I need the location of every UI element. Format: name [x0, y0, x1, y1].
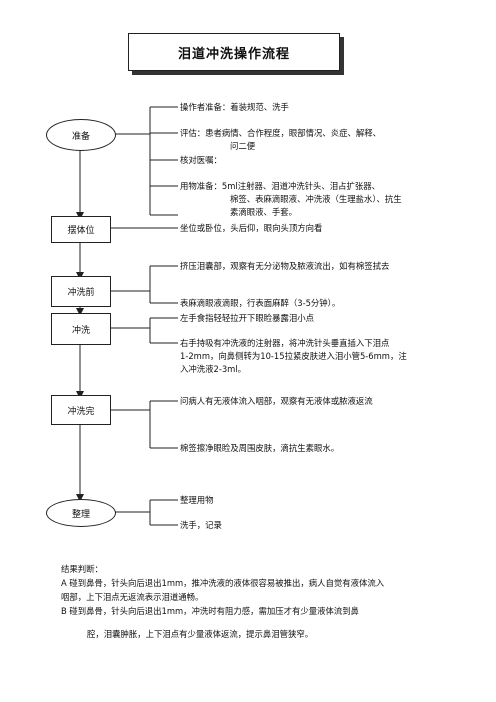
- prep-supplies-cont-1: 棉签、表麻滴眼液、冲洗液（生理盐水）、抗生: [230, 194, 402, 204]
- title-box: 泪道冲洗操作流程: [128, 33, 340, 71]
- prep-assessment: 评估：患者病情、合作程度，眼部情况、炎症、解释、: [180, 128, 381, 138]
- step-prepare: 准备: [46, 119, 116, 151]
- step-position: 摆体位: [51, 216, 111, 243]
- step-post-wash: 冲洗完: [51, 395, 111, 425]
- step-position-label: 摆体位: [67, 226, 95, 236]
- prep-operator: 操作者准备：着装规范、洗手: [180, 102, 289, 112]
- step-post-wash-label: 冲洗完: [67, 406, 95, 417]
- prep-check-order: 核对医嘱：: [180, 155, 222, 165]
- step-tidy: 整理: [46, 499, 116, 527]
- prep-supplies-cont-2: 素滴眼液、手套。: [230, 207, 297, 217]
- conclusion-line-a2: 咽部，上下泪点无返流表示泪道通畅。: [61, 592, 204, 602]
- pre-wash-item-1: 挤压泪囊部，观察有无分泌物及脓液流出，如有棉签拭去: [180, 261, 390, 271]
- conclusion-line-b2: 腔，泪囊肿胀，上下泪点有少量液体返流，提示鼻泪管狭窄。: [87, 629, 314, 639]
- tidy-item-1: 整理用物: [180, 495, 214, 505]
- post-wash-item-2: 棉签擦净眼睑及周围皮肤，滴抗生素眼水。: [180, 443, 340, 453]
- wash-item-1: 左手食指轻轻拉开下眼睑暴露泪小点: [180, 313, 314, 323]
- prep-supplies: 用物准备：5ml注射器、泪道冲洗针头、泪占扩张器、: [180, 181, 381, 191]
- step-prepare-label: 准备: [71, 131, 90, 142]
- page-title: 泪道冲洗操作流程: [177, 46, 290, 62]
- wash-item-2-cont-2: 入冲洗液2-3ml。: [180, 364, 247, 374]
- step-wash-label: 冲洗: [71, 325, 90, 336]
- pre-wash-item-2: 表麻滴眼液滴眼，行表面麻醉（3-5分钟）。: [180, 298, 341, 308]
- step-tidy-label: 整理: [71, 509, 90, 520]
- step-wash: 冲洗: [51, 313, 111, 345]
- prep-assessment-cont: 问二便: [230, 141, 256, 151]
- position-text: 坐位或卧位，头后仰，眼向头顶方向看: [180, 223, 323, 233]
- step-pre-wash-label: 冲洗前: [67, 288, 95, 298]
- wash-item-2-cont-1: 1-2mm，向鼻侧转为10-15拉紧皮肤进入泪小管5-6mm，注: [180, 351, 407, 361]
- step-pre-wash: 冲洗前: [51, 276, 111, 307]
- conclusion-line-b1: B 碰到鼻骨，针头向后退出1mm，冲洗时有阻力感，需加压才有少量液体流到鼻: [61, 606, 360, 616]
- post-wash-item-1: 问病人有无液体流入咽部，观察有无液体或脓液返流: [180, 396, 373, 406]
- conclusion-line-a1: A 碰到鼻骨，针头向后退出1mm，推冲洗液的液体很容易被推出，病人自觉有液体流入: [61, 578, 385, 588]
- wash-item-2: 右手持吸有冲洗液的注射器，将冲洗针头垂直插入下泪点: [180, 338, 390, 348]
- conclusion-heading: 结果判断：: [61, 564, 103, 574]
- tidy-item-2: 洗手，记录: [180, 520, 222, 530]
